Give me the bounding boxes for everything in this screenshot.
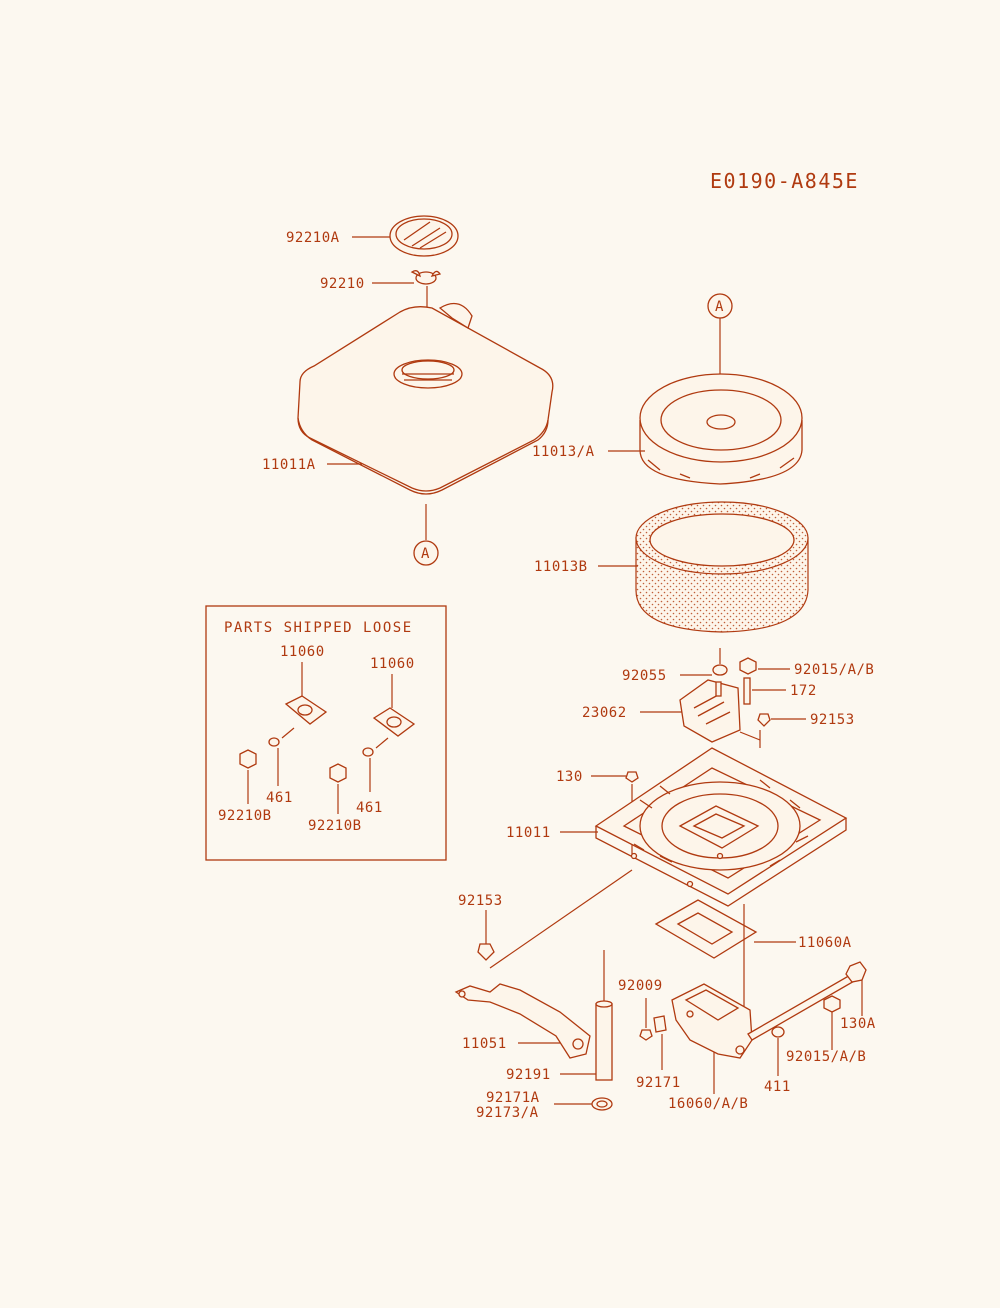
label-23062: 23062 [582, 705, 627, 721]
box-nut-92210B-left [239, 749, 257, 769]
wing-nut-92210 [410, 270, 442, 285]
label-16060AB: 16060/A/B [668, 1096, 748, 1112]
bolt-130A [747, 961, 867, 1041]
label-92210: 92210 [320, 276, 365, 292]
clip-92171 [653, 1015, 667, 1033]
label-92153-top: 92153 [810, 712, 855, 728]
bolt-92153-top [757, 713, 771, 727]
box-washer-461-left [268, 737, 280, 747]
label-411: 411 [764, 1079, 791, 1095]
label-11013A: 11013/A [532, 444, 595, 460]
bracket-23062 [679, 679, 741, 743]
tube-92191 [595, 1000, 613, 1081]
bolt-92153-low [477, 943, 495, 961]
stay-11051 [454, 983, 591, 1059]
box-label-461-left: 461 [266, 790, 293, 806]
box-gasket-11060-left [284, 695, 328, 725]
label-92015AB-top: 92015/A/B [794, 662, 874, 678]
label-11051: 11051 [462, 1036, 507, 1052]
elbow-16060AB [671, 983, 753, 1059]
label-92009: 92009 [618, 978, 663, 994]
washer-411 [771, 1026, 785, 1038]
box-label-11060-left: 11060 [280, 644, 325, 660]
box-label-92210B-right: 92210B [308, 818, 362, 834]
label-92055: 92055 [622, 668, 667, 684]
label-11013B: 11013B [534, 559, 588, 575]
screw-92009 [639, 1029, 653, 1041]
gasket-11060A [654, 899, 758, 959]
parts-shipped-loose-box [205, 605, 447, 861]
ref-marker-a-lower-text: A [421, 546, 430, 562]
element-11013A [639, 373, 803, 485]
label-92015AB-low: 92015/A/B [786, 1049, 866, 1065]
label-11060A: 11060A [798, 935, 852, 951]
box-washer-461-right [362, 747, 374, 757]
screw-130 [625, 771, 639, 783]
nut-92015 [739, 657, 757, 675]
base-11011 [594, 747, 848, 907]
label-130: 130 [556, 769, 583, 785]
nut-92015-low [823, 995, 841, 1013]
cap-92210A [389, 215, 459, 257]
ref-marker-a-lower [413, 540, 439, 566]
box-label-461-right: 461 [356, 800, 383, 816]
label-92153-low: 92153 [458, 893, 503, 909]
foam-element-11013B [635, 501, 809, 633]
label-92210A: 92210A [286, 230, 340, 246]
box-label-11060-right: 11060 [370, 656, 415, 672]
label-92171: 92171 [636, 1075, 681, 1091]
label-130A: 130A [840, 1016, 876, 1032]
box-nut-92210B-right [329, 763, 347, 783]
label-11011: 11011 [506, 825, 551, 841]
label-92173A: 92173/A [476, 1105, 539, 1121]
clamp-92171A [591, 1097, 613, 1111]
box-title: PARTS SHIPPED LOOSE [224, 620, 413, 636]
ref-marker-a-upper-text: A [715, 299, 724, 315]
label-92191: 92191 [506, 1067, 551, 1083]
stud-172 [743, 677, 751, 705]
box-label-92210B-left: 92210B [218, 808, 272, 824]
box-gasket-11060-right [372, 707, 416, 737]
label-172: 172 [790, 683, 817, 699]
label-11011A: 11011A [262, 457, 316, 473]
cover-11011A [297, 302, 554, 495]
diagram-code: E0190-A845E [710, 169, 859, 193]
label-92171A: 92171A [486, 1090, 540, 1106]
washer-92055 [712, 664, 728, 676]
